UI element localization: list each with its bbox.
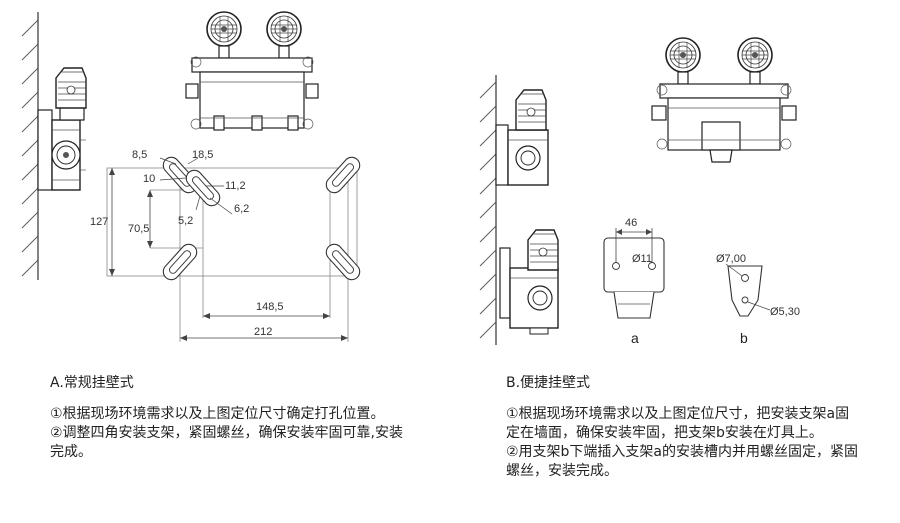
dim-11-2: 11,2 xyxy=(225,180,246,192)
bracket-b-label: b xyxy=(740,330,748,346)
dim-5-2: 5,2 xyxy=(178,215,193,227)
wall-a xyxy=(21,12,39,280)
lamp-front-view-a xyxy=(185,11,319,131)
lamp-side-view-b-upper xyxy=(495,89,549,186)
dim-dia-11: Ø11 xyxy=(632,253,652,265)
dim-46: 46 xyxy=(625,217,637,229)
bracket-b-drawing: Ø7,00 Ø5,30 b xyxy=(716,253,800,346)
section-b-step-2: ②用支架b下端插入支架a的安装槽内并用螺丝固定，紧固螺丝，安装完成。 xyxy=(506,444,859,479)
section-a-title: A.常规挂壁式 xyxy=(50,375,134,391)
dim-dia-5-30: Ø5,30 xyxy=(770,306,800,318)
dim-18-5: 18,5 xyxy=(192,149,213,161)
dim-6-2: 6,2 xyxy=(234,203,249,215)
wall-b xyxy=(479,75,497,345)
section-b-title: B.便捷挂壁式 xyxy=(506,375,591,391)
dim-dia-7: Ø7,00 xyxy=(716,253,746,265)
dim-148-5: 148,5 xyxy=(256,301,284,313)
bracket-a-label: a xyxy=(631,330,639,346)
dim-127: 127 xyxy=(90,216,108,228)
section-b-step-1: ①根据现场环境需求以及上图定位尺寸，把安装支架a固定在墙面，确保安装牢固，把支架… xyxy=(506,406,850,441)
bracket-a-drawing: 46 Ø11 a xyxy=(603,217,665,346)
section-b-steps: ①根据现场环境需求以及上图定位尺寸，把安装支架a固定在墙面，确保安装牢固，把支架… xyxy=(506,405,862,481)
dim-70-5: 70,5 xyxy=(128,223,149,235)
dim-10: 10 xyxy=(143,173,155,185)
section-a-step-2: ②调整四角安装支架，紧固螺丝，确保安装牢固可靠,安装完成。 xyxy=(50,425,403,460)
section-a-steps: ①根据现场环境需求以及上图定位尺寸确定打孔位置。 ②调整四角安装支架，紧固螺丝，… xyxy=(50,405,410,462)
mounting-plan-a: 8,5 18,5 10 11,2 5,2 6,2 127 70,5 148,5 … xyxy=(90,149,364,342)
section-a-step-1: ①根据现场环境需求以及上图定位尺寸确定打孔位置。 xyxy=(50,406,385,422)
dim-8-5: 8,5 xyxy=(132,149,147,161)
lamp-side-view-b-lower xyxy=(499,229,559,335)
lamp-front-view-b xyxy=(651,37,797,163)
lamp-side-view-a xyxy=(37,67,87,191)
dim-212: 212 xyxy=(254,326,272,338)
